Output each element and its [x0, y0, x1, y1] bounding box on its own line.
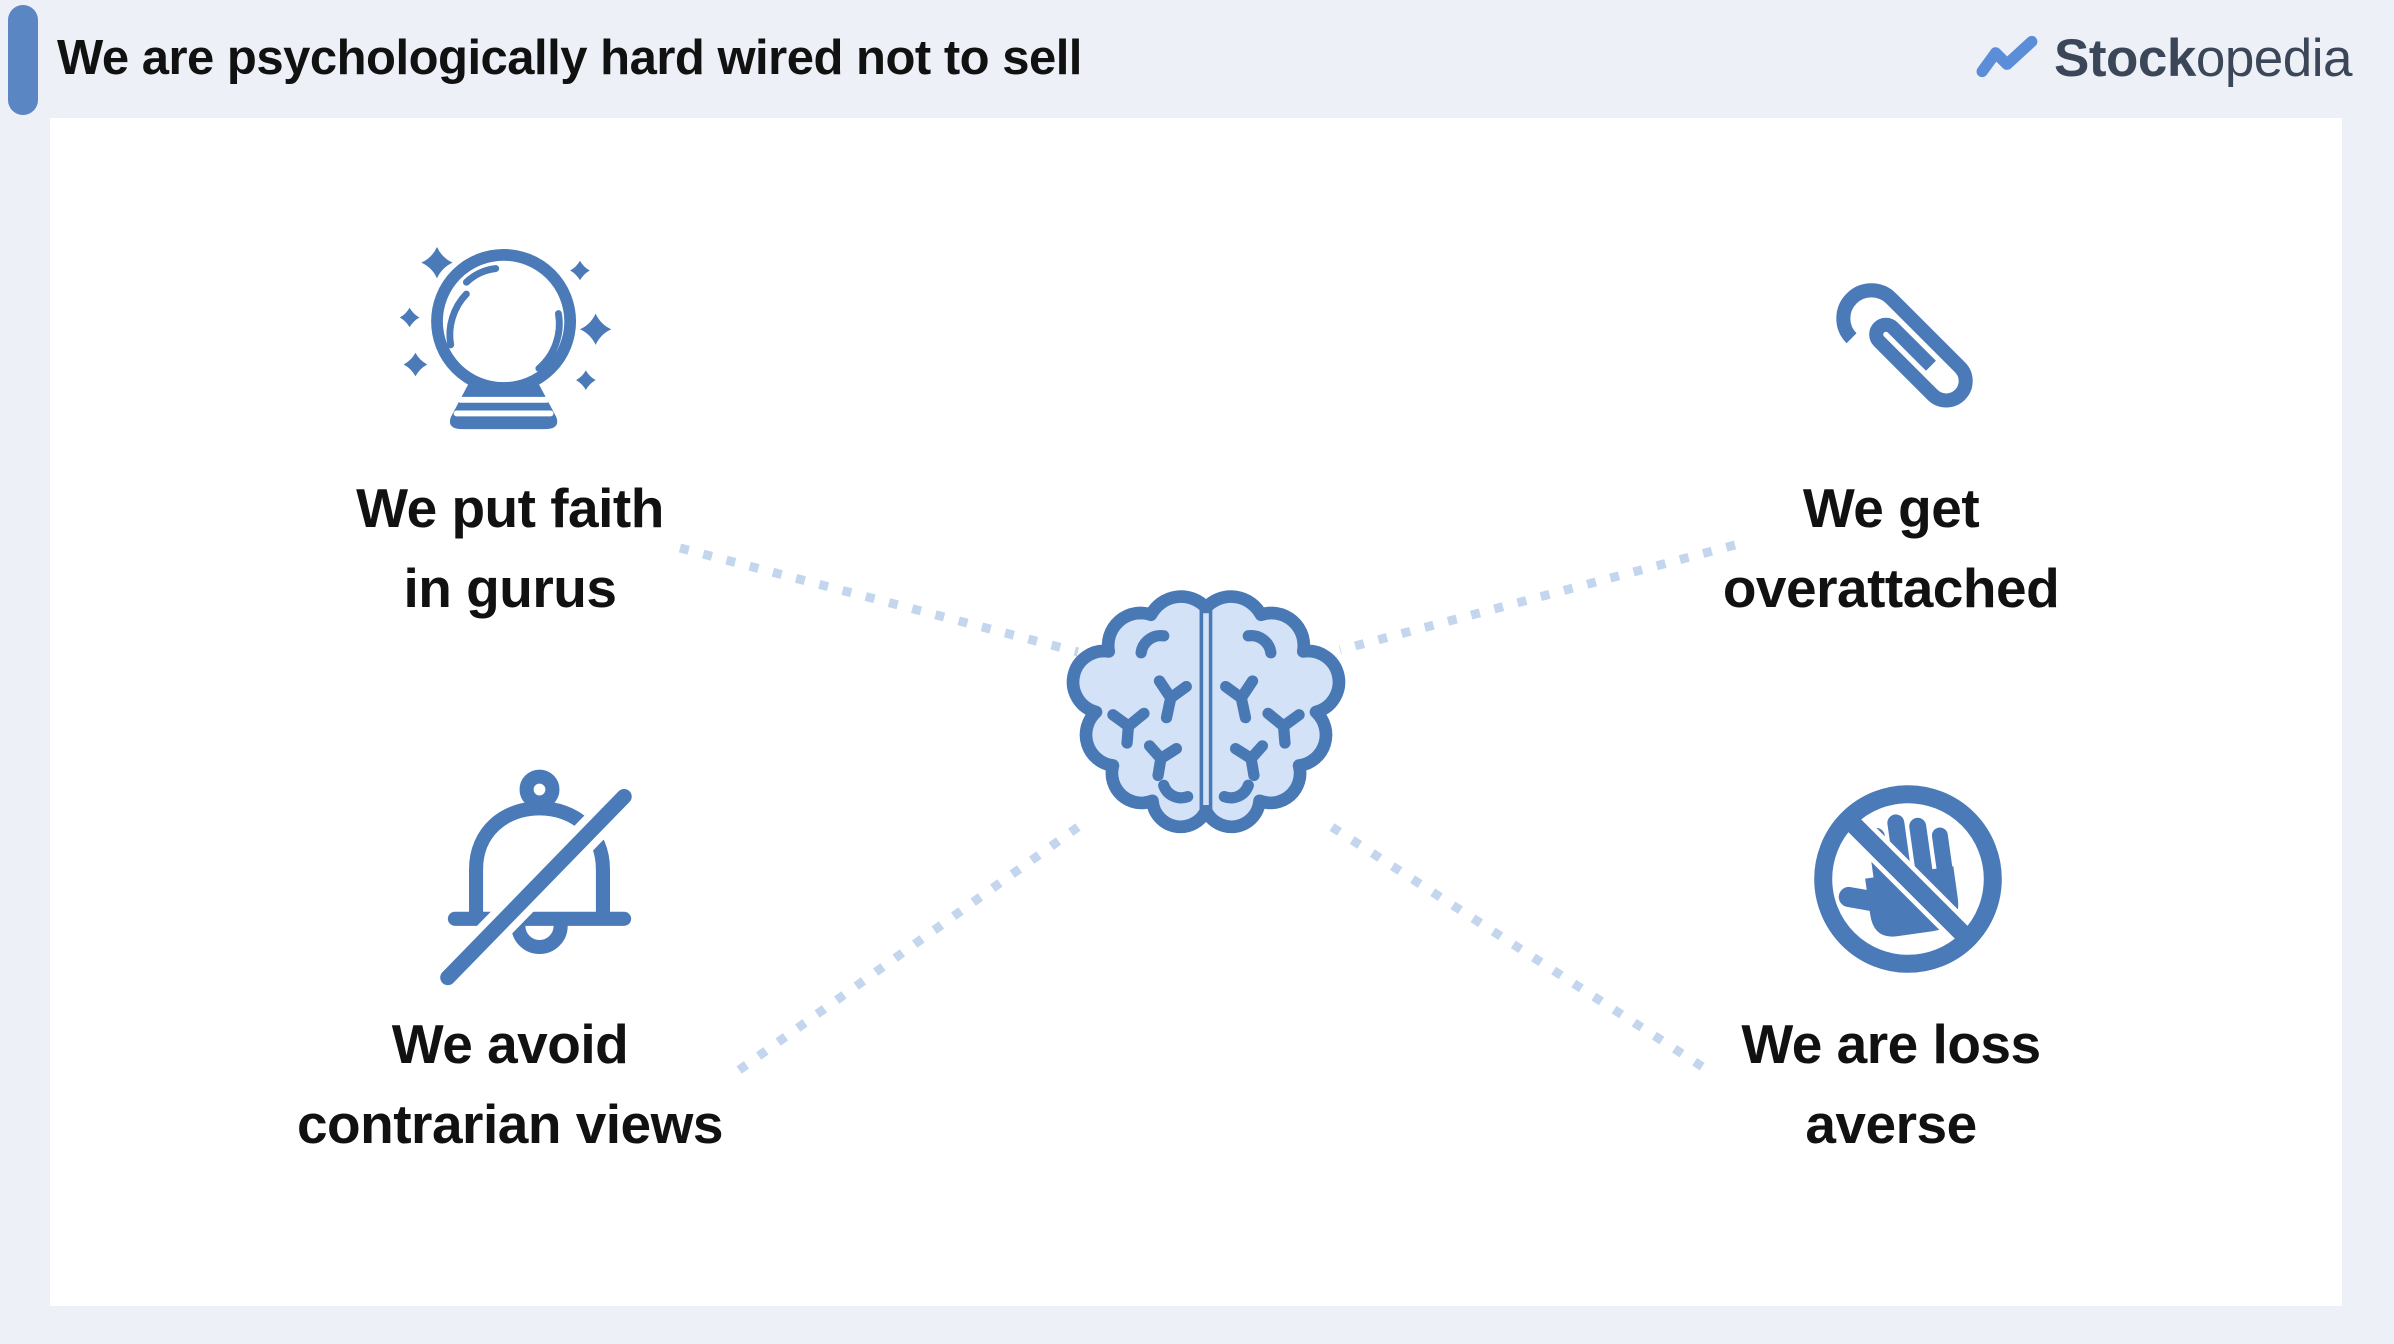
diagram-panel: We put faith in gurus We get overattache… — [50, 118, 2342, 1306]
stockopedia-logo: Stockopedia — [1976, 0, 2353, 116]
label-put-faith-in-gurus: We put faith in gurus — [200, 468, 820, 628]
label-get-overattached: We get overattached — [1581, 468, 2201, 628]
page-title: We are psychologically hard wired not to… — [57, 31, 1082, 85]
label-line: We avoid — [391, 1013, 629, 1075]
crystal-ball-icon — [390, 230, 625, 452]
header: We are psychologically hard wired not to… — [0, 0, 2394, 116]
logo-word-opedia: opedia — [2195, 28, 2353, 88]
label-line: averse — [1805, 1093, 1977, 1155]
paperclip-icon — [1795, 244, 2015, 460]
no-touch-hand-icon — [1802, 773, 2014, 985]
logo-zigzag-icon — [1976, 32, 2040, 85]
logo-wordmark: Stockopedia — [2054, 28, 2352, 89]
bell-slash-icon — [422, 759, 657, 994]
connector-top-left — [678, 543, 1080, 657]
label-line: We put faith — [356, 477, 664, 539]
label-line: overattached — [1722, 557, 2060, 619]
connector-lines — [678, 540, 1737, 1077]
label-avoid-contrarian-views: We avoid contrarian views — [200, 1004, 820, 1164]
label-line: in gurus — [403, 557, 617, 619]
label-line: We get — [1802, 477, 1980, 539]
brain-icon — [1065, 566, 1347, 858]
label-loss-averse: We are loss averse — [1581, 1004, 2201, 1164]
label-line: We are loss — [1741, 1013, 2041, 1075]
connector-top-right — [1338, 540, 1737, 655]
logo-word-stock: Stock — [2054, 28, 2196, 88]
connector-bottom-right — [1329, 823, 1715, 1077]
accent-bar — [8, 5, 38, 115]
label-line: contrarian views — [296, 1093, 724, 1155]
